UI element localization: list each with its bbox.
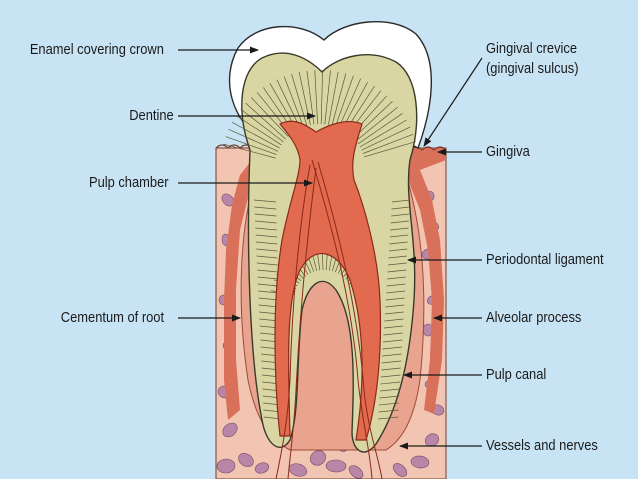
- label-enamel: Enamel covering crown: [29, 41, 164, 58]
- dentinal-tubule: [359, 119, 407, 148]
- marrow-space: [254, 462, 270, 474]
- dentinal-tubule: [256, 262, 278, 266]
- marrow-space: [424, 433, 440, 447]
- dentinal-tubule: [324, 70, 331, 125]
- dentinal-tubule: [257, 269, 278, 273]
- dentinal-tubule: [235, 115, 282, 146]
- dentinal-tubule: [256, 255, 278, 259]
- label-gingival-crevice: Gingival crevice: [486, 40, 578, 57]
- label-gingival-sulcus: (gingival sulcus): [486, 60, 579, 77]
- dentinal-tubule: [391, 213, 410, 217]
- dentinal-tubule: [283, 76, 304, 128]
- dentinal-tubule: [385, 304, 405, 308]
- dentinal-tubule: [379, 388, 400, 392]
- dentinal-tubule: [231, 121, 280, 149]
- label-pulp-chamber: Pulp chamber: [89, 174, 169, 191]
- label-pulp-canal: Pulp canal: [486, 366, 547, 383]
- dentinal-tubule: [255, 241, 278, 245]
- dentinal-tubule: [314, 70, 318, 125]
- dentinal-tubule: [338, 78, 362, 129]
- dentinal-tubule: [388, 248, 408, 252]
- dentinal-tubule: [381, 367, 401, 371]
- marrow-space: [238, 453, 254, 467]
- dentinal-tubule: [391, 206, 410, 210]
- dentinal-tubule: [291, 74, 308, 126]
- label-periodontal-ligament: Periodontal ligament: [486, 251, 604, 268]
- dentinal-tubule: [254, 206, 277, 210]
- dentinal-tubule: [389, 234, 409, 238]
- dentinal-tubule: [378, 416, 399, 420]
- dentinal-tubule: [245, 102, 287, 140]
- dentinal-tubule: [256, 248, 278, 252]
- dentinal-tubule: [391, 199, 411, 203]
- vessels-and-nerves: [275, 159, 383, 479]
- dentinal-tubule: [380, 374, 401, 378]
- dentinal-tubule: [254, 220, 277, 224]
- dentinal-tubule: [355, 106, 398, 142]
- dentinal-tubule: [379, 402, 399, 406]
- dentinal-tubule: [384, 311, 404, 315]
- dentinal-tubule: [320, 69, 323, 125]
- dentinal-tubule: [383, 325, 404, 329]
- label-dentine: Dentine: [129, 107, 174, 124]
- dentinal-tubule: [383, 332, 403, 336]
- dentinal-tubule: [362, 133, 414, 154]
- dentinal-tubule: [258, 290, 279, 294]
- pulp-chamber: [274, 120, 382, 441]
- dentinal-tubule: [389, 241, 408, 245]
- dentinal-tubule: [225, 136, 277, 155]
- dentinal-tubule: [250, 97, 289, 137]
- leader-lines: [178, 46, 483, 450]
- dentinal-tubule: [328, 71, 339, 125]
- marrow-space: [348, 465, 364, 479]
- dentinal-tubule: [390, 220, 409, 224]
- dentinal-tubule: [387, 262, 407, 266]
- label-vessels-and-nerves: Vessels and nerves: [486, 437, 598, 454]
- dentinal-tubule: [378, 409, 399, 413]
- dentinal-tubule: [386, 283, 406, 287]
- dentinal-tubule: [223, 143, 276, 159]
- dentinal-tubule: [255, 234, 278, 238]
- marrow-space: [392, 463, 408, 477]
- label-cementum: Cementum of root: [60, 309, 164, 326]
- dentinal-tubule: [228, 128, 279, 152]
- label-gingiva: Gingiva: [486, 143, 530, 160]
- dentinal-tubule: [254, 213, 277, 217]
- dentinal-tubule: [257, 276, 279, 280]
- dentinal-tubule: [380, 381, 401, 385]
- dentinal-tubule: [361, 126, 411, 151]
- dentinal-tubule: [385, 297, 405, 301]
- dentinal-tubule: [276, 79, 301, 129]
- dentinal-tubule: [335, 75, 354, 127]
- marrow-space: [222, 422, 238, 438]
- dentinal-tubule: [382, 346, 403, 350]
- dentinal-tubule: [253, 199, 277, 203]
- dentinal-tubule: [384, 318, 404, 322]
- gingiva-right: [404, 148, 446, 414]
- dentinal-tubule: [388, 255, 407, 259]
- dentinal-tubule: [257, 283, 279, 287]
- marrow-space: [216, 458, 236, 474]
- dentinal-tubule: [383, 339, 403, 343]
- label-alveolar-process: Alveolar process: [486, 309, 582, 326]
- dentinal-tubule: [255, 227, 277, 231]
- dentinal-tubule: [387, 269, 407, 273]
- marrow-space: [410, 455, 430, 469]
- dentinal-tubule: [382, 353, 402, 357]
- dentinal-tubule: [387, 276, 406, 280]
- dentinal-tubule: [357, 113, 403, 145]
- marrow-space: [310, 450, 326, 466]
- dentinal-tubule: [331, 73, 347, 126]
- dentinal-tubule: [386, 290, 406, 294]
- dentinal-tubule: [379, 395, 400, 399]
- dentinal-tubule: [381, 360, 402, 364]
- dentinal-tubule: [390, 227, 409, 231]
- dentinal-tubule: [240, 108, 284, 143]
- dentinal-tubule: [364, 141, 416, 158]
- gingiva-left: [216, 148, 262, 420]
- marrow-space: [325, 459, 347, 473]
